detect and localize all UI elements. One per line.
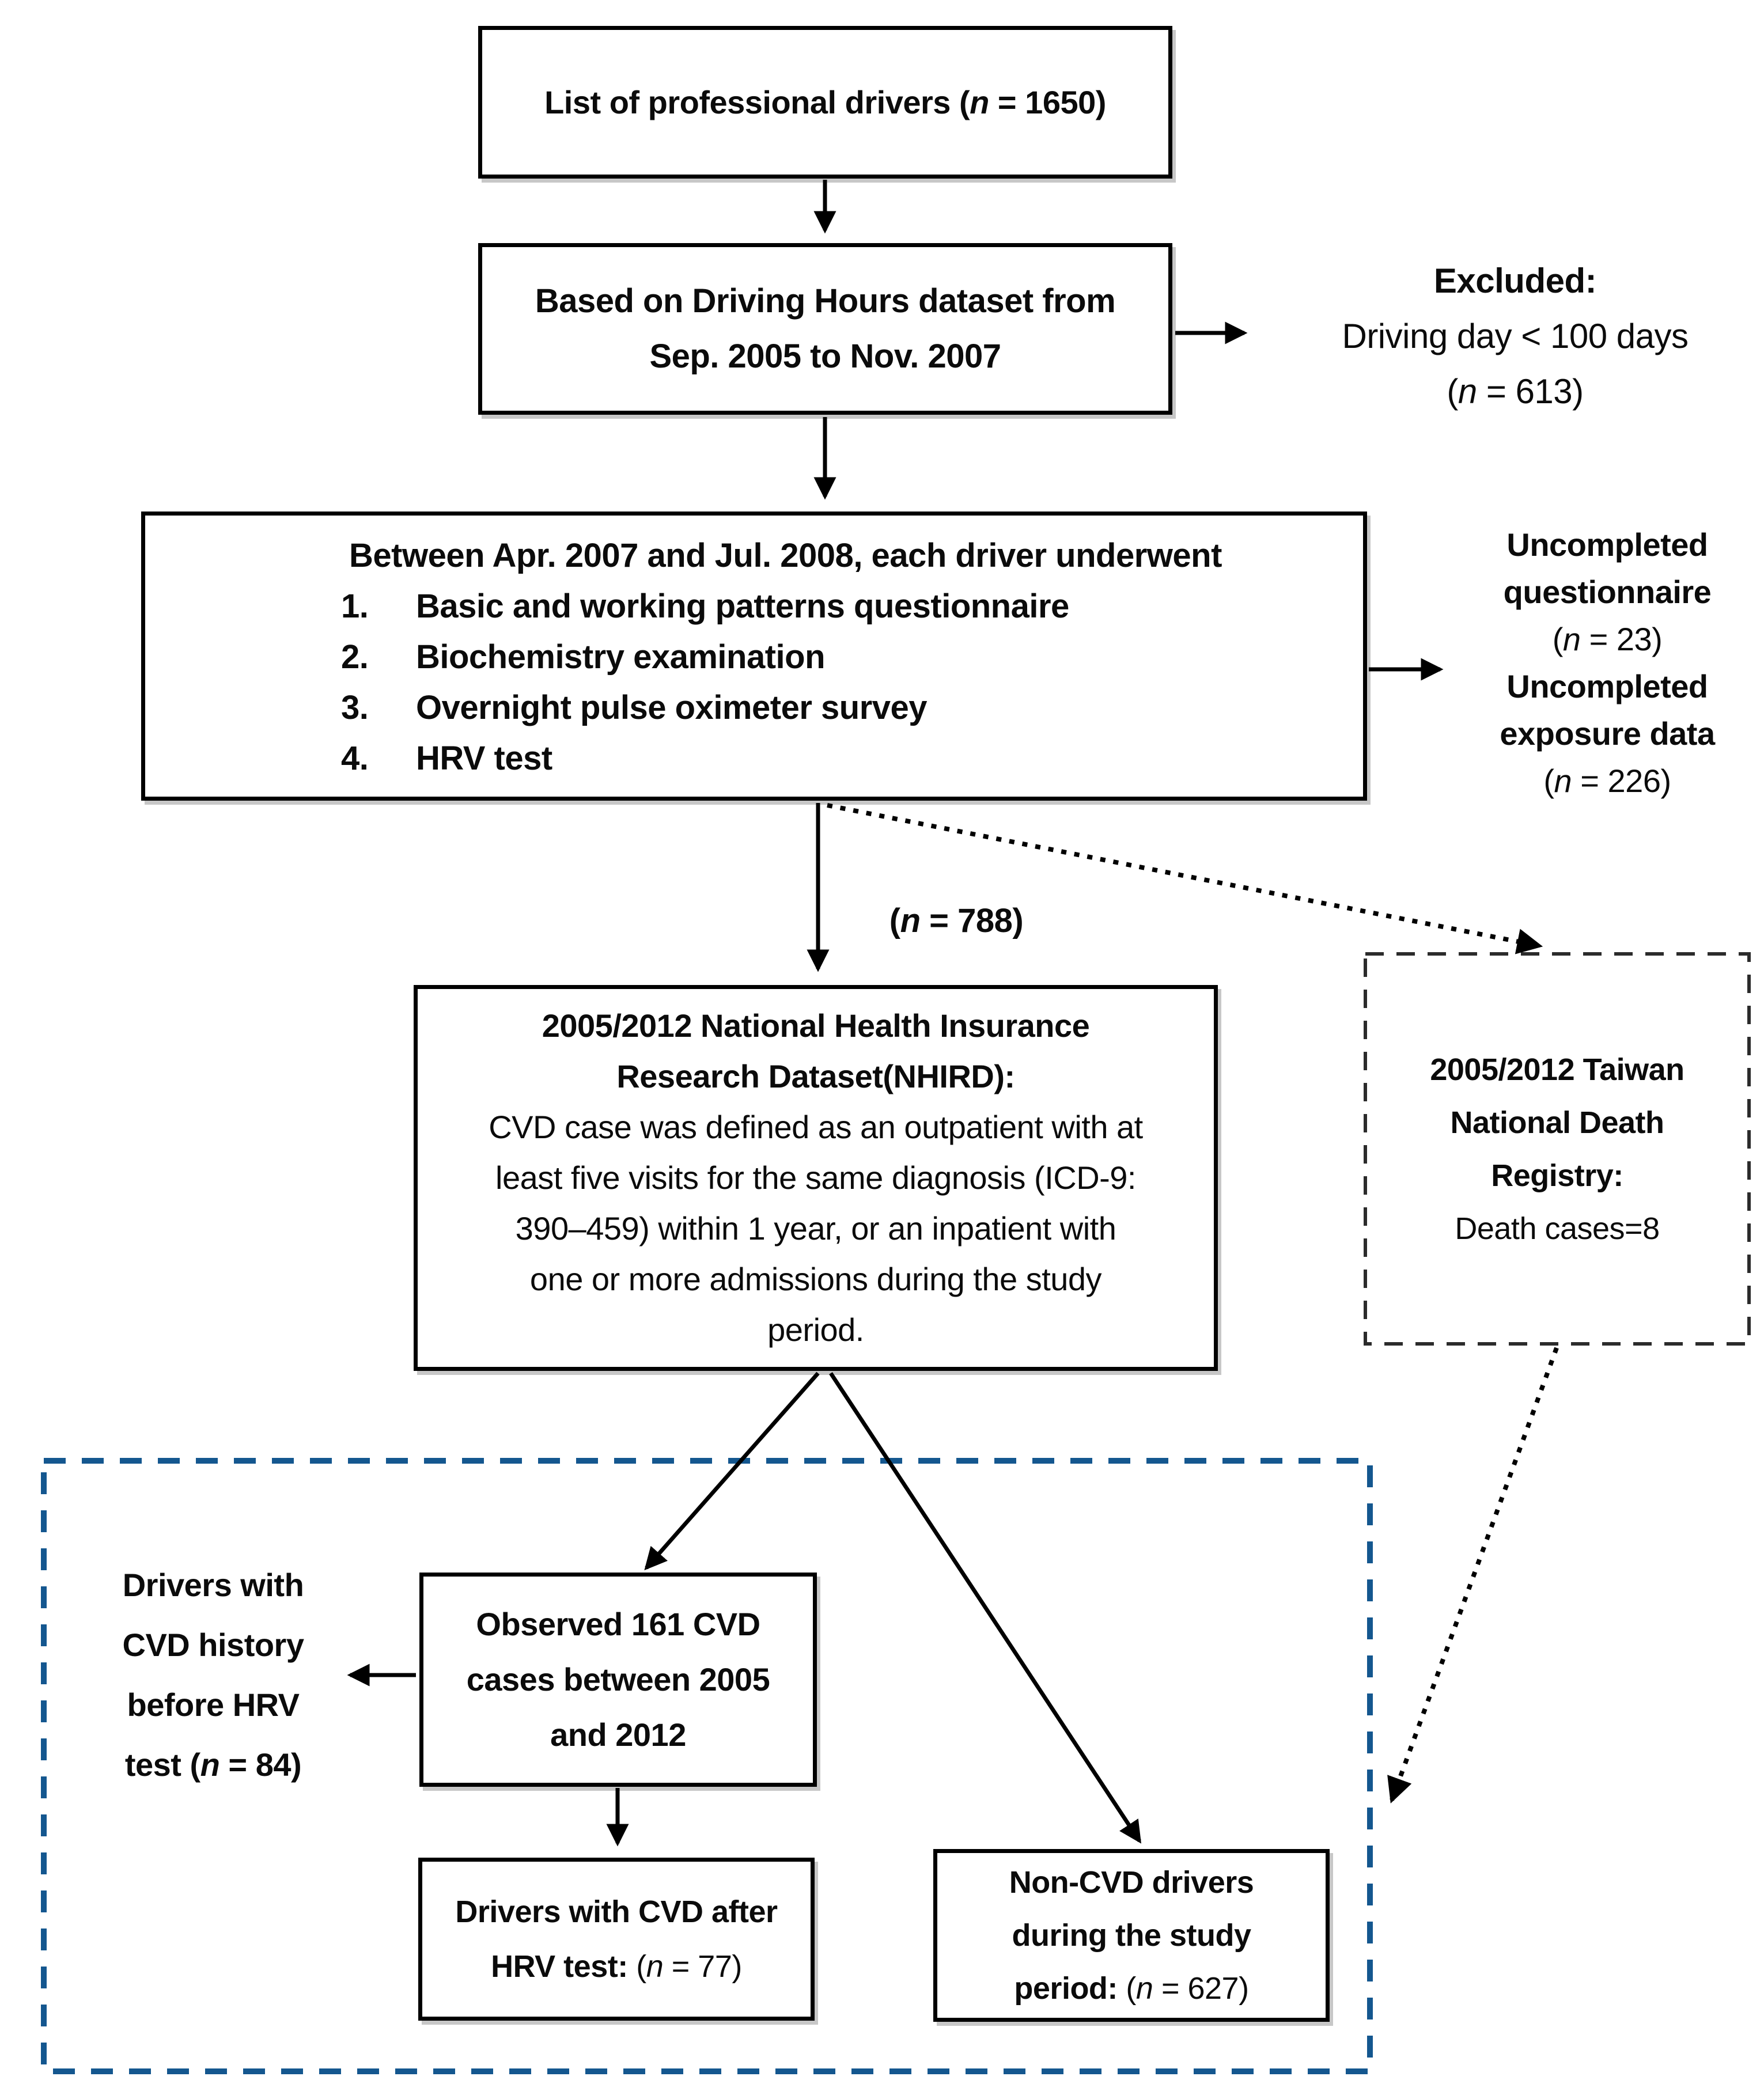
examination-item-label: Overnight pulse oximeter survey [416,689,928,726]
node-driver-examinations: Between Apr. 2007 and Jul. 2008, each dr… [141,512,1367,801]
node-cvd-after-hrv: Drivers with CVD after HRV test: (n = 77… [418,1858,815,2021]
observed-line3: and 2012 [550,1717,686,1753]
arrow-nhird-to-observed [644,1371,820,1571]
nhird-title-line2: Research Dataset(NHIRD): [616,1058,1015,1094]
non-cvd-line3-count: (n = 627) [1126,1971,1249,2006]
examination-item: 2. Biochemistry examination [341,632,826,683]
annotation-excluded: Excluded: Driving day < 100 days (n = 61… [1265,253,1764,419]
nhird-body-line: least five visits for the same diagnosis… [495,1160,1136,1196]
node-death-registry: 2005/2012 Taiwan National Death Registry… [1365,954,1749,1344]
registry-title-line3: Registry: [1491,1158,1623,1193]
observed-line1: Observed 161 CVD [476,1606,760,1642]
nhird-body-line: CVD case was defined as an outpatient wi… [489,1109,1143,1145]
annotation-uncompleted: Uncompleted questionnaire (n = 23) Uncom… [1452,521,1763,805]
annotation-n788: (n = 788) [889,902,1024,939]
uncompleted-exposure-count: (n = 226) [1543,763,1671,799]
annotation-cvd-history: Drivers with CVD history before HRV test… [69,1555,357,1795]
observed-line2: cases between 2005 [466,1661,770,1698]
uncompleted-exposure-line2: exposure data [1500,715,1715,752]
cvd-history-line3: before HRV [127,1687,300,1723]
dotted-arrow-registry-to-cohort [1387,1347,1559,1804]
nhird-body-line: one or more admissions during the study [529,1261,1102,1297]
non-cvd-line2: during the study [1012,1918,1251,1953]
cvd-after-line2-label: HRV test: [491,1949,628,1984]
cvd-after-line1: Drivers with CVD after [455,1894,778,1929]
node-observed-cvd-cases: Observed 161 CVD cases between 2005 and … [419,1573,817,1787]
cvd-after-line2: HRV test: (n = 77) [491,1939,742,1994]
examination-item: 3. Overnight pulse oximeter survey [341,683,928,733]
examination-item-label: Basic and working patterns questionnaire [416,588,1069,625]
nhird-body-line: period. [767,1312,864,1348]
uncompleted-questionnaire-line2: questionnaire [1503,574,1712,610]
node-driving-hours-line2: Sep. 2005 to Nov. 2007 [649,338,1001,375]
node-non-cvd-drivers: Non-CVD drivers during the study period:… [933,1849,1330,2022]
excluded-count: (n = 613) [1447,372,1584,411]
cvd-history-line2: CVD history [122,1627,305,1663]
arrow-nhird-to-noncvd [829,1372,1142,1844]
uncompleted-questionnaire-count: (n = 23) [1552,621,1663,657]
non-cvd-line3-label: period: [1014,1971,1118,2006]
excluded-reason: Driving day < 100 days [1342,317,1689,355]
nhird-title-line1: 2005/2012 National Health Insurance [542,1007,1090,1044]
examination-item: 1. Basic and working patterns questionnai… [341,581,1069,632]
node-nhird-dataset: 2005/2012 National Health Insurance Rese… [414,985,1218,1371]
node-driving-hours-line1: Based on Driving Hours dataset from [535,282,1116,320]
uncompleted-exposure-line1: Uncompleted [1506,668,1708,704]
examination-item-label: Biochemistry examination [416,638,826,676]
examinations-heading: Between Apr. 2007 and Jul. 2008, each dr… [349,537,1222,574]
registry-title-line1: 2005/2012 Taiwan [1430,1052,1684,1087]
examination-item-number: 2. [341,638,369,676]
examination-item: 4. HRV test [341,733,552,784]
examination-item-label: HRV test [416,740,552,777]
registry-death-cases: Death cases=8 [1455,1211,1660,1246]
nhird-body-line: 390–459) within 1 year, or an inpatient … [515,1210,1116,1246]
examination-item-number: 3. [341,689,369,726]
examination-item-number: 4. [341,740,369,777]
node-professional-drivers: List of professional drivers (n = 1650) [478,26,1172,179]
cvd-history-line4: test (n = 84) [124,1746,302,1783]
cvd-after-line2-count: (n = 77) [636,1949,742,1984]
uncompleted-questionnaire-line1: Uncompleted [1506,526,1708,563]
node-professional-drivers-label: List of professional drivers (n = 1650) [544,84,1106,120]
examination-item-number: 1. [341,588,369,625]
non-cvd-line1: Non-CVD drivers [1009,1865,1254,1900]
non-cvd-line3: period: (n = 627) [1014,1962,1249,2015]
excluded-title: Excluded: [1433,262,1597,300]
registry-title-line2: National Death [1450,1105,1664,1140]
cvd-history-line1: Drivers with [122,1567,304,1603]
node-driving-hours-dataset: Based on Driving Hours dataset from Sep.… [478,243,1172,415]
